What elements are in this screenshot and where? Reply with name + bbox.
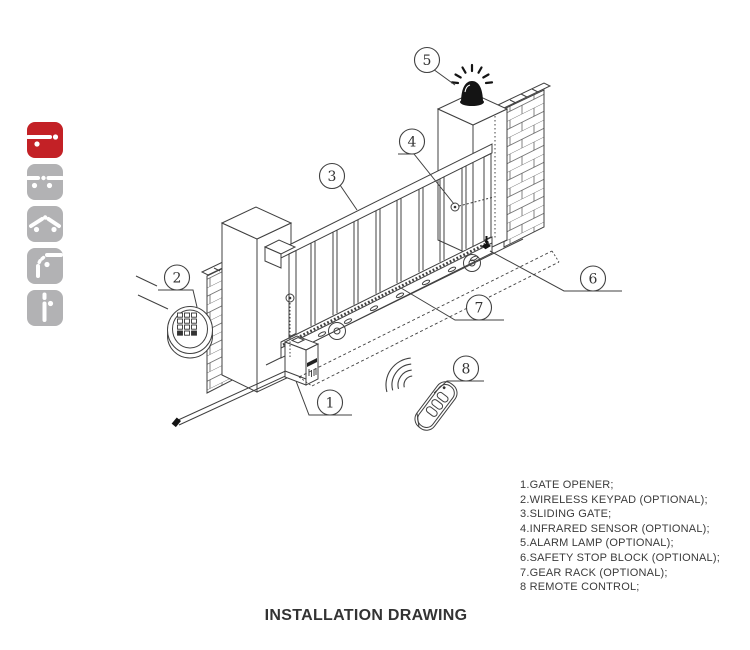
legend-item: 6.SAFETY STOP BLOCK (OPTIONAL); <box>520 551 720 564</box>
keypad-keys <box>177 312 197 336</box>
callouts: 1 2 3 4 5 <box>158 46 622 416</box>
svg-text:7: 7 <box>475 301 484 317</box>
legend-item: 7.GEAR RACK (OPTIONAL); <box>520 566 668 579</box>
legend-item: 8 REMOTE CONTROL; <box>520 581 640 594</box>
svg-text:1: 1 <box>326 396 335 412</box>
legend-item: 2.WIRELESS KEYPAD (OPTIONAL); <box>520 493 708 506</box>
callout-1: 1 <box>295 380 352 416</box>
svg-text:4: 4 <box>408 135 417 151</box>
legend-item: 3.SLIDING GATE; <box>520 508 612 521</box>
svg-text:6: 6 <box>589 272 598 288</box>
legend-item: 4.INFRARED SENSOR (OPTIONAL); <box>520 522 710 535</box>
double-sliding-gate-icon <box>27 175 63 189</box>
barrier-gate-icon <box>42 292 54 322</box>
wireless-keypad <box>167 306 213 359</box>
gate-opener-motor <box>283 335 320 386</box>
sidebar-item-double-sliding-gate[interactable] <box>27 164 63 200</box>
gate-travel-dashed-path <box>298 250 560 387</box>
callout-4: 4 <box>398 128 455 205</box>
legend-item: 5.ALARM LAMP (OPTIONAL); <box>520 537 674 550</box>
brick-wall-right <box>496 82 552 248</box>
sidebar-item-sliding-gate[interactable] <box>27 122 63 158</box>
callout-5: 5 <box>413 46 456 86</box>
svg-text:8: 8 <box>462 362 471 378</box>
gate-left-stile <box>288 249 297 338</box>
gate-bars <box>310 165 467 327</box>
mounting-bracket <box>263 239 297 269</box>
infrared-sensor-right <box>450 196 495 212</box>
page-title: INSTALLATION DRAWING <box>264 607 468 624</box>
gear-rack <box>280 236 493 359</box>
callout-7: 7 <box>400 287 504 321</box>
gate-type-sidebar <box>27 122 63 332</box>
alarm-lamp <box>450 63 494 106</box>
svg-text:2: 2 <box>173 271 182 287</box>
callout-6: 6 <box>489 250 622 292</box>
legend: 1.GATE OPENER; 2.WIRELESS KEYPAD (OPTION… <box>520 478 720 595</box>
sliding-gate-icon <box>27 134 59 147</box>
sidebar-item-double-swing-gate[interactable] <box>27 206 63 242</box>
legend-item: 1.GATE OPENER; <box>520 479 614 491</box>
callout-3: 3 <box>318 162 358 211</box>
sliding-gate <box>280 143 493 359</box>
sidebar-item-single-swing-gate[interactable] <box>27 248 63 284</box>
callout-2: 2 <box>158 264 198 308</box>
remote-control <box>414 381 458 431</box>
double-swing-gate-icon <box>29 215 61 233</box>
gate-wheels <box>328 254 481 340</box>
ground-line-end-marker <box>171 417 181 428</box>
svg-text:3: 3 <box>328 169 337 185</box>
callout-8: 8 <box>433 355 484 394</box>
safety-stop-block <box>481 236 491 250</box>
signal-waves-icon <box>385 357 413 393</box>
single-swing-gate-icon <box>36 253 63 278</box>
sidebar-item-barrier-gate[interactable] <box>27 290 63 326</box>
svg-text:5: 5 <box>423 53 432 69</box>
lamp-rays-icon <box>450 63 494 85</box>
pillar-left <box>220 206 293 393</box>
infrared-sensor-left <box>285 293 295 357</box>
gate-right-stile <box>483 152 492 242</box>
